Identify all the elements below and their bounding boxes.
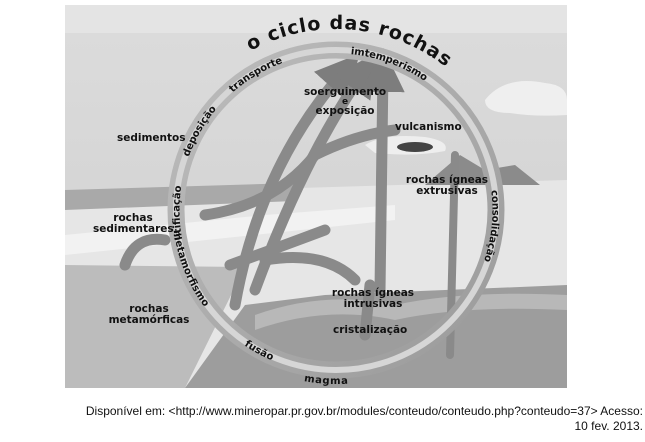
- label-intrusivas-line1: rochas ígneas: [331, 287, 415, 299]
- rock-cycle-diagram: o ciclo das rochas litificação deposição…: [65, 5, 567, 388]
- label-e: e: [341, 97, 349, 107]
- volcano-ash: [397, 142, 433, 152]
- label-rochas-igneas-intrusivas: rochas ígneas intrusivas: [327, 288, 419, 310]
- cycle-ring-highlight: [173, 47, 499, 373]
- label-vulcanismo: vulcanismo: [395, 121, 462, 133]
- label-exposicao: exposição: [315, 105, 375, 117]
- label-sedimentares-line2: sedimentares: [93, 223, 174, 235]
- source-caption: Disponível em: <http://www.mineropar.pr.…: [0, 404, 645, 434]
- intrusive-arrow: [259, 252, 361, 286]
- ring-label-litificacao: litificação: [171, 185, 185, 241]
- sky-band: [65, 5, 567, 33]
- label-rochas-sedimentares: rochas sedimentares: [93, 212, 174, 235]
- label-metamorficas-line2: metamórficas: [108, 314, 190, 326]
- diagram-artwork: o ciclo das rochas litificação deposição…: [65, 5, 567, 388]
- label-sedimentares-line1: rochas: [113, 212, 153, 224]
- label-extrusivas-line1: rochas ígneas: [405, 174, 489, 186]
- sedimentary-arrow: [119, 233, 171, 271]
- burial-arrow: [224, 224, 331, 271]
- sediment-arrow: [199, 124, 401, 221]
- label-sedimentos: sedimentos: [117, 132, 186, 144]
- label-cristalizacao: cristalização: [333, 324, 408, 336]
- process-arrows: [119, 48, 459, 359]
- uplift-arrow-3: [360, 48, 405, 296]
- label-intrusivas-line2: intrusivas: [343, 298, 403, 310]
- label-soerguimento-exposicao: soerguimento e exposição: [295, 87, 395, 117]
- crystallization-arrow: [359, 279, 376, 341]
- label-rochas-igneas-extrusivas: rochas ígneas extrusivas: [402, 175, 492, 197]
- caption-source-line: Disponível em: <http://www.mineropar.pr.…: [85, 404, 643, 418]
- uplift-arrow-1: [229, 53, 360, 311]
- magma-wave: [255, 293, 567, 330]
- label-metamorficas-line1: rochas: [129, 303, 169, 315]
- caption-access-date: 10 fev. 2013.: [574, 419, 644, 433]
- cloud: [485, 81, 567, 116]
- label-rochas-metamorficas: rochas metamórficas: [103, 304, 195, 326]
- label-extrusivas-line2: extrusivas: [416, 185, 478, 197]
- label-soerguimento: soerguimento: [303, 86, 387, 98]
